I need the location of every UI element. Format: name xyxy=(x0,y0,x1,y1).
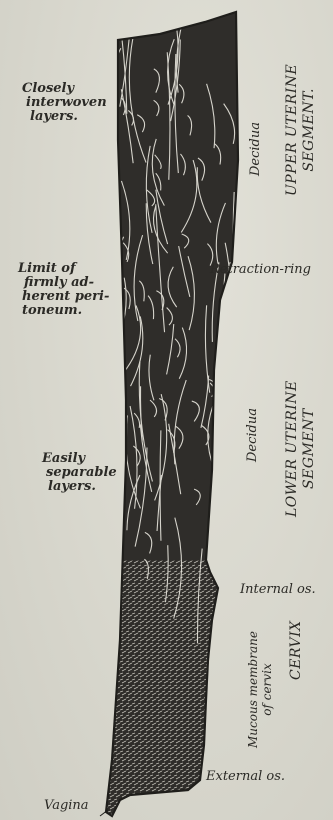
muscle-fiber-loop xyxy=(117,445,125,463)
label-decidua-upper: Decidua xyxy=(248,122,263,176)
label-upper-uterine-segment: UPPER UTERINE SEGMENT. xyxy=(284,64,318,196)
label-vagina: Vagina xyxy=(44,799,89,813)
muscle-fiber-loop xyxy=(115,324,123,341)
label-easily-separable: Easily separable layers. xyxy=(42,452,117,494)
label-retraction-ring: Retraction-ring xyxy=(210,263,311,277)
label-lower-uterine-segment: LOWER UTERINE SEGMENT xyxy=(284,380,318,517)
muscle-fiber xyxy=(229,315,235,444)
muscle-fiber xyxy=(221,459,233,536)
muscle-fiber-loop xyxy=(219,551,225,568)
muscle-wall xyxy=(100,0,250,820)
muscle-fiber xyxy=(239,266,242,385)
label-limit-peritoneum: Limit of firmly ad- herent peri- toneum. xyxy=(18,262,109,318)
muscle-fiber xyxy=(235,379,244,433)
muscle-fiber xyxy=(221,414,225,459)
label-external-os: External os. xyxy=(206,770,285,784)
muscle-fiber-loop xyxy=(113,152,117,169)
muscle-fiber xyxy=(109,311,122,426)
label-mucous-membrane: Mucous membrane of cervix xyxy=(246,631,274,748)
muscle-fiber xyxy=(118,425,124,506)
label-cervix: CERVIX xyxy=(288,620,304,680)
label-closely-interwoven: Closely interwoven layers. xyxy=(22,82,107,124)
muscle-fiber-loop xyxy=(115,288,120,310)
label-decidua-lower: Decidua xyxy=(245,408,260,462)
muscle-fiber xyxy=(215,431,232,522)
muscle-fiber xyxy=(217,328,226,376)
label-internal-os: Internal os. xyxy=(240,583,316,597)
